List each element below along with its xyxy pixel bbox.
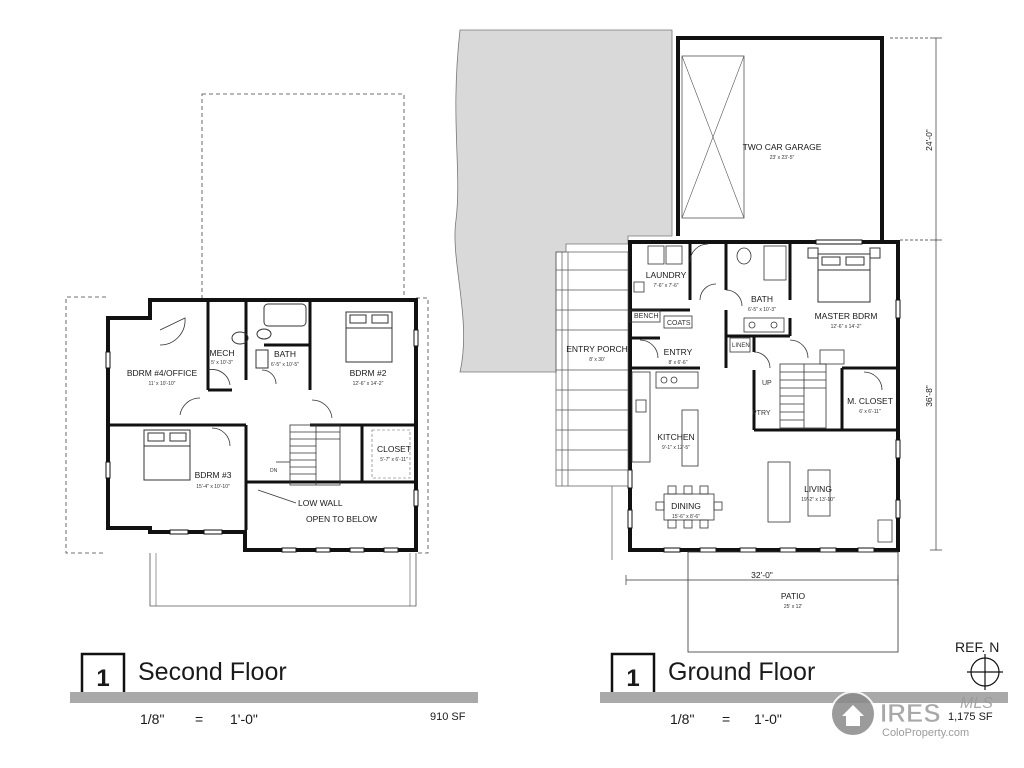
room-dim-bath-2nd: 6'-5" x 10'-5"	[271, 362, 299, 368]
dim-width-label: 32'-0"	[751, 570, 773, 580]
room-label-bdrm2: BDRM #2	[350, 368, 387, 378]
second-floor-scale-left: 1/8"	[140, 711, 164, 727]
room-dim-mech: 5' x 10'-3"	[211, 360, 233, 366]
second-floor-title: Second Floor	[138, 658, 287, 686]
second-floor-title-number-box	[80, 652, 126, 700]
linen-label: LINEN	[732, 343, 750, 349]
north-reference-label: REF. N	[955, 639, 999, 655]
dim-house-label: 36'-8"	[924, 385, 934, 407]
room-label-garage: TWO CAR GARAGE	[743, 142, 822, 152]
second-floor-scale-right: 1'-0"	[230, 711, 258, 727]
ground-floor-title: Ground Floor	[668, 658, 815, 686]
second-floor-stairs	[276, 424, 341, 486]
ground-floor-area: 1,175 SF	[948, 711, 993, 723]
room-label-bdrm4: BDRM #4/OFFICE	[127, 368, 198, 378]
room-dim-bdrm4: 11' x 10'-10"	[149, 381, 176, 387]
room-label-kitchen: KITCHEN	[657, 432, 694, 442]
room-label-bdrm3: BDRM #3	[195, 470, 232, 480]
room-label-entry: ENTRY	[664, 347, 693, 357]
watermark-site: ColoProperty.com	[882, 727, 969, 739]
room-label-laundry: LAUNDRY	[646, 270, 687, 280]
room-dim-mcloset: 6' x 6'-11"	[859, 409, 881, 415]
ground-floor-scale-eq: =	[722, 711, 730, 727]
room-dim-closet: 5'-7" x 6'-11"	[380, 457, 408, 463]
room-dim-garage: 23' x 23'-5"	[770, 155, 795, 161]
low-wall-label: LOW WALL	[298, 498, 343, 508]
bed-master	[807, 247, 881, 303]
second-floor-toilet	[256, 328, 272, 340]
second-floor-scale-eq: =	[195, 711, 203, 727]
room-dim-living: 19'-2" x 13'-10"	[801, 497, 835, 503]
room-dim-entry: 8' x 6'-6"	[669, 360, 688, 366]
pantry-label: PTRY	[752, 410, 771, 417]
room-label-master: MASTER BDRM	[815, 311, 878, 321]
room-dim-laundry: 7'-6" x 7'-6"	[653, 283, 678, 289]
driveway-area	[454, 29, 673, 373]
bed-bdrm2	[345, 311, 393, 363]
bench-label: BENCH	[634, 313, 659, 320]
second-floor-title-bar	[70, 692, 478, 703]
garage-door-outline	[681, 55, 745, 219]
open-below-label: OPEN TO BELOW	[306, 514, 377, 524]
watermark-brand: IRES	[880, 698, 941, 728]
second-floor-tub	[263, 303, 307, 327]
second-floor-dashed-roof-above	[201, 93, 405, 300]
north-arrow-icon	[967, 654, 1003, 690]
room-label-living: LIVING	[804, 484, 832, 494]
bed-bdrm3	[143, 429, 191, 481]
ground-floor-scale-left: 1/8"	[670, 711, 694, 727]
ground-floor-scale-right: 1'-0"	[754, 711, 782, 727]
garage-walls	[676, 36, 884, 240]
ground-floor-title-bar	[600, 692, 1008, 703]
coats-label: COATS	[667, 320, 691, 327]
ground-floor-title-number-box	[610, 652, 656, 700]
patio-outline	[687, 551, 899, 653]
dim-garage-label: 24'-0"	[924, 129, 934, 151]
ground-floor-exterior-walls	[628, 240, 900, 552]
room-label-porch: ENTRY PORCH	[566, 344, 628, 354]
second-floor-area: 910 SF	[430, 711, 466, 723]
second-floor-deck-outline	[149, 553, 417, 607]
room-label-dining: DINING	[671, 501, 701, 511]
second-floor-dashed-left	[65, 296, 106, 554]
room-dim-bdrm3: 15'-4" x 10'-10"	[196, 484, 230, 490]
second-floor-dashed-right	[416, 297, 429, 554]
room-label-mech: MECH	[209, 348, 234, 358]
room-dim-porch: 8' x 30'	[589, 357, 605, 363]
watermark-mls: MLS	[960, 695, 993, 712]
room-label-bath-1st: BATH	[751, 294, 773, 304]
second-floor-exterior-walls	[106, 298, 418, 552]
room-label-patio: PATIO	[781, 591, 806, 601]
room-dim-kitchen: 9'-1" x 12'-5"	[662, 445, 690, 451]
room-dim-patio: 25' x 12'	[784, 604, 802, 610]
ground-floor-plan: TWO CAR GARAGE 23' x 23'-5"	[454, 29, 1008, 727]
second-floor-title-number: 1	[96, 665, 109, 692]
room-label-bath-2nd: BATH	[274, 349, 296, 359]
room-label-mcloset: M. CLOSET	[847, 396, 893, 406]
room-dim-dining: 15'-6" x 8'-6"	[672, 514, 700, 520]
room-dim-bdrm2: 12'-6" x 14'-2"	[353, 381, 384, 387]
second-floor-plan: BDRM #4/OFFICE 11' x 10'-10" MECH 5' x 1…	[65, 93, 478, 727]
room-dim-master: 12'-6" x 14'-2"	[831, 324, 862, 330]
entry-porch-pergola	[555, 251, 629, 487]
room-label-closet: CLOSET	[377, 444, 411, 454]
stair-up-label: UP	[762, 380, 772, 387]
ground-floor-stairs	[779, 349, 845, 429]
stair-down-label: DN	[270, 468, 278, 474]
ground-floor-title-number: 1	[626, 665, 639, 692]
room-dim-bath-1st: 6'-5" x 10'-3"	[748, 307, 776, 313]
dining-table	[655, 485, 723, 529]
ires-watermark: IRES MLS ColoProperty.com	[830, 691, 993, 739]
